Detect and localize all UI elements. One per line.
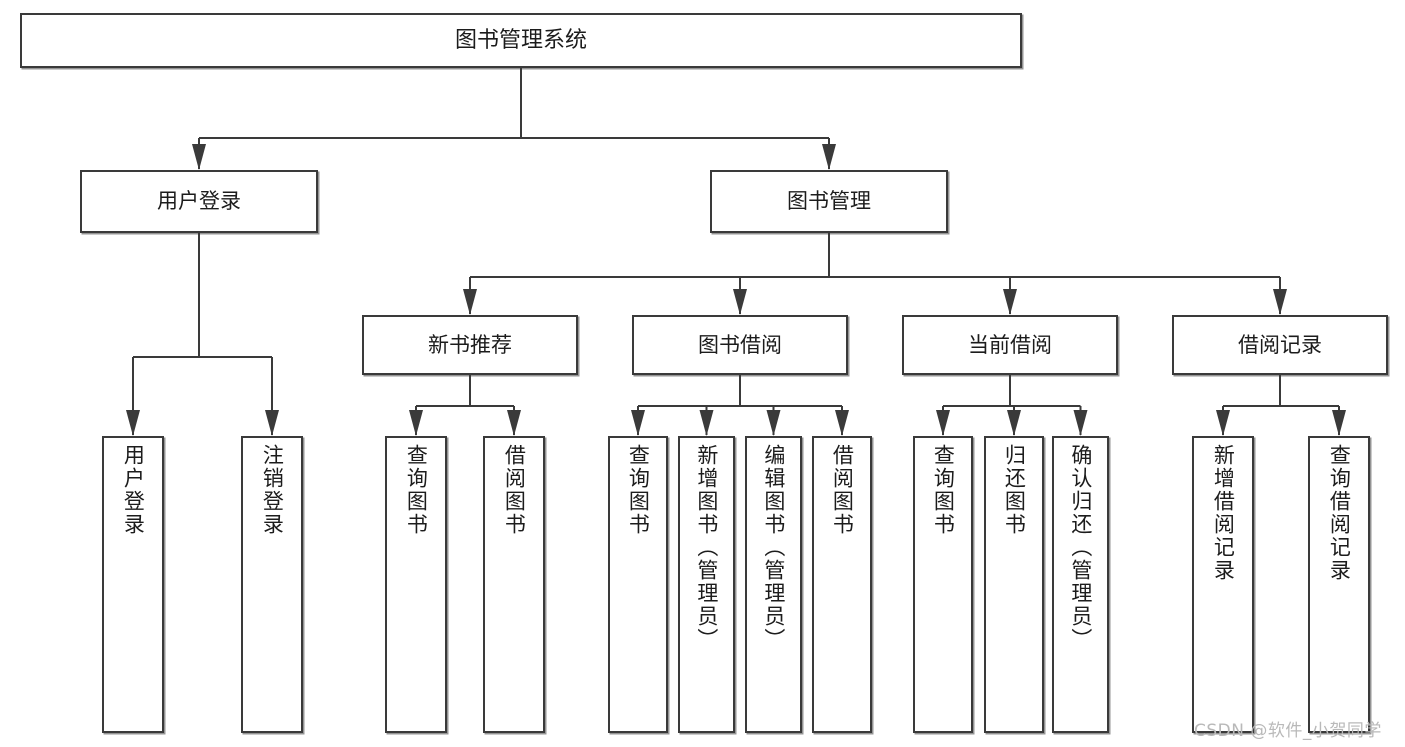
leaf-query-book-2[interactable]: 查询图书 [608, 436, 668, 733]
leaf-add-record[interactable]: 新增借阅记录 [1192, 436, 1254, 733]
node-current-borrow-label: 当前借阅 [968, 332, 1052, 357]
leaf-query-book-1[interactable]: 查询图书 [385, 436, 447, 733]
leaf-borrow-book-1[interactable]: 借阅图书 [483, 436, 545, 733]
leaf-add-book-label: 新增图书（管理员） [694, 444, 719, 651]
node-current-borrow[interactable]: 当前借阅 [902, 315, 1118, 375]
leaf-add-book[interactable]: 新增图书（管理员） [678, 436, 735, 733]
leaf-user-login[interactable]: 用户登录 [102, 436, 164, 733]
node-borrow-record[interactable]: 借阅记录 [1172, 315, 1388, 375]
node-user-login[interactable]: 用户登录 [80, 170, 318, 233]
leaf-query-record[interactable]: 查询借阅记录 [1308, 436, 1370, 733]
leaf-confirm-return-label: 确认归还（管理员） [1068, 444, 1093, 651]
node-book-borrow-label: 图书借阅 [698, 332, 782, 357]
node-book-manage-label: 图书管理 [787, 189, 871, 214]
leaf-borrow-book-2-label: 借阅图书 [830, 444, 855, 536]
leaf-query-record-label: 查询借阅记录 [1327, 444, 1352, 582]
leaf-borrow-book-2[interactable]: 借阅图书 [812, 436, 872, 733]
leaf-user-login-label: 用户登录 [121, 444, 146, 536]
leaf-return-book[interactable]: 归还图书 [984, 436, 1044, 733]
node-root-label: 图书管理系统 [454, 27, 587, 53]
node-book-manage[interactable]: 图书管理 [710, 170, 948, 233]
leaf-add-record-label: 新增借阅记录 [1211, 444, 1236, 582]
leaf-query-book-1-label: 查询图书 [404, 444, 429, 536]
leaf-query-book-3[interactable]: 查询图书 [913, 436, 973, 733]
csdn-watermark: CSDN @软件_小贺同学 [1194, 721, 1382, 741]
leaf-borrow-book-1-label: 借阅图书 [502, 444, 527, 536]
leaf-query-book-2-label: 查询图书 [626, 444, 651, 536]
leaf-return-book-label: 归还图书 [1002, 444, 1027, 536]
leaf-user-logout-label: 注销登录 [260, 444, 285, 536]
node-borrow-record-label: 借阅记录 [1238, 332, 1322, 357]
node-root[interactable]: 图书管理系统 [20, 13, 1022, 68]
leaf-confirm-return[interactable]: 确认归还（管理员） [1052, 436, 1109, 733]
leaf-query-book-3-label: 查询图书 [931, 444, 956, 536]
node-new-book-rec[interactable]: 新书推荐 [362, 315, 578, 375]
leaf-user-logout[interactable]: 注销登录 [241, 436, 303, 733]
node-user-login-label: 用户登录 [157, 189, 241, 214]
leaf-edit-book[interactable]: 编辑图书（管理员） [745, 436, 802, 733]
leaf-edit-book-label: 编辑图书（管理员） [761, 444, 786, 651]
node-book-borrow[interactable]: 图书借阅 [632, 315, 848, 375]
node-new-book-rec-label: 新书推荐 [428, 332, 512, 357]
